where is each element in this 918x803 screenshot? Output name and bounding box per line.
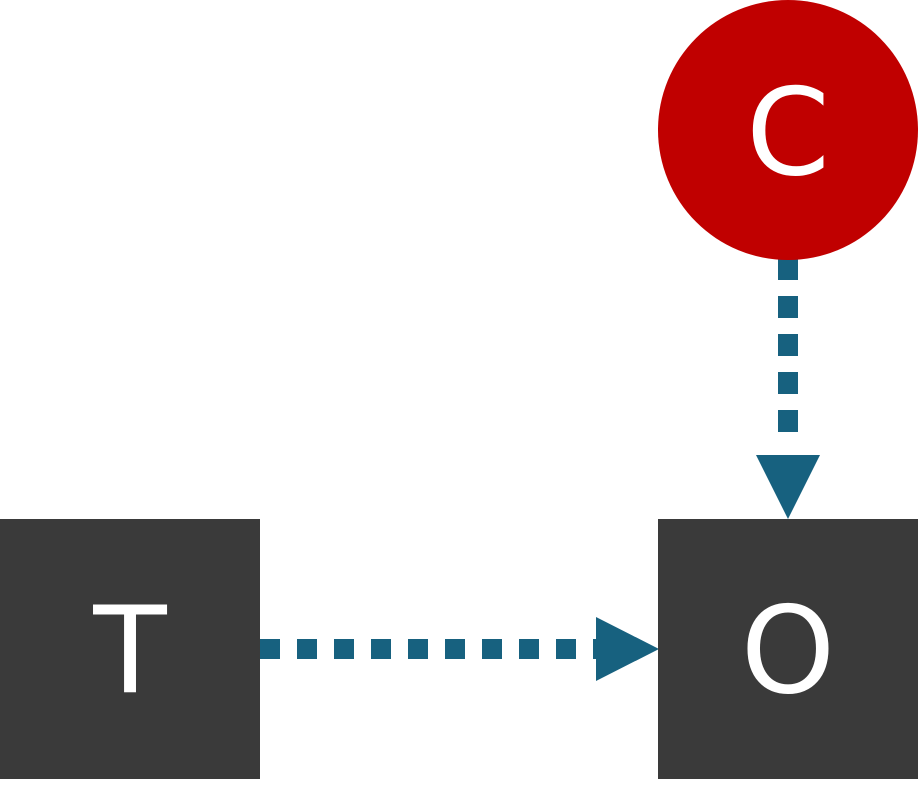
- edge-t-to-o: [260, 617, 659, 681]
- edge-c-to-o-arrowhead: [756, 455, 820, 519]
- edge-t-to-o-arrowhead: [596, 617, 659, 681]
- edge-c-to-o: [756, 258, 820, 519]
- node-confounder-circle: [658, 0, 918, 260]
- node-treatment: T: [0, 519, 260, 779]
- node-confounder: C: [658, 0, 918, 260]
- node-treatment-box: [0, 519, 260, 779]
- node-outcome-label: O: [741, 583, 835, 722]
- node-outcome: O: [658, 519, 918, 779]
- node-treatment-label: T: [92, 583, 167, 722]
- node-outcome-box: [658, 519, 918, 779]
- node-confounder-label: C: [746, 65, 830, 204]
